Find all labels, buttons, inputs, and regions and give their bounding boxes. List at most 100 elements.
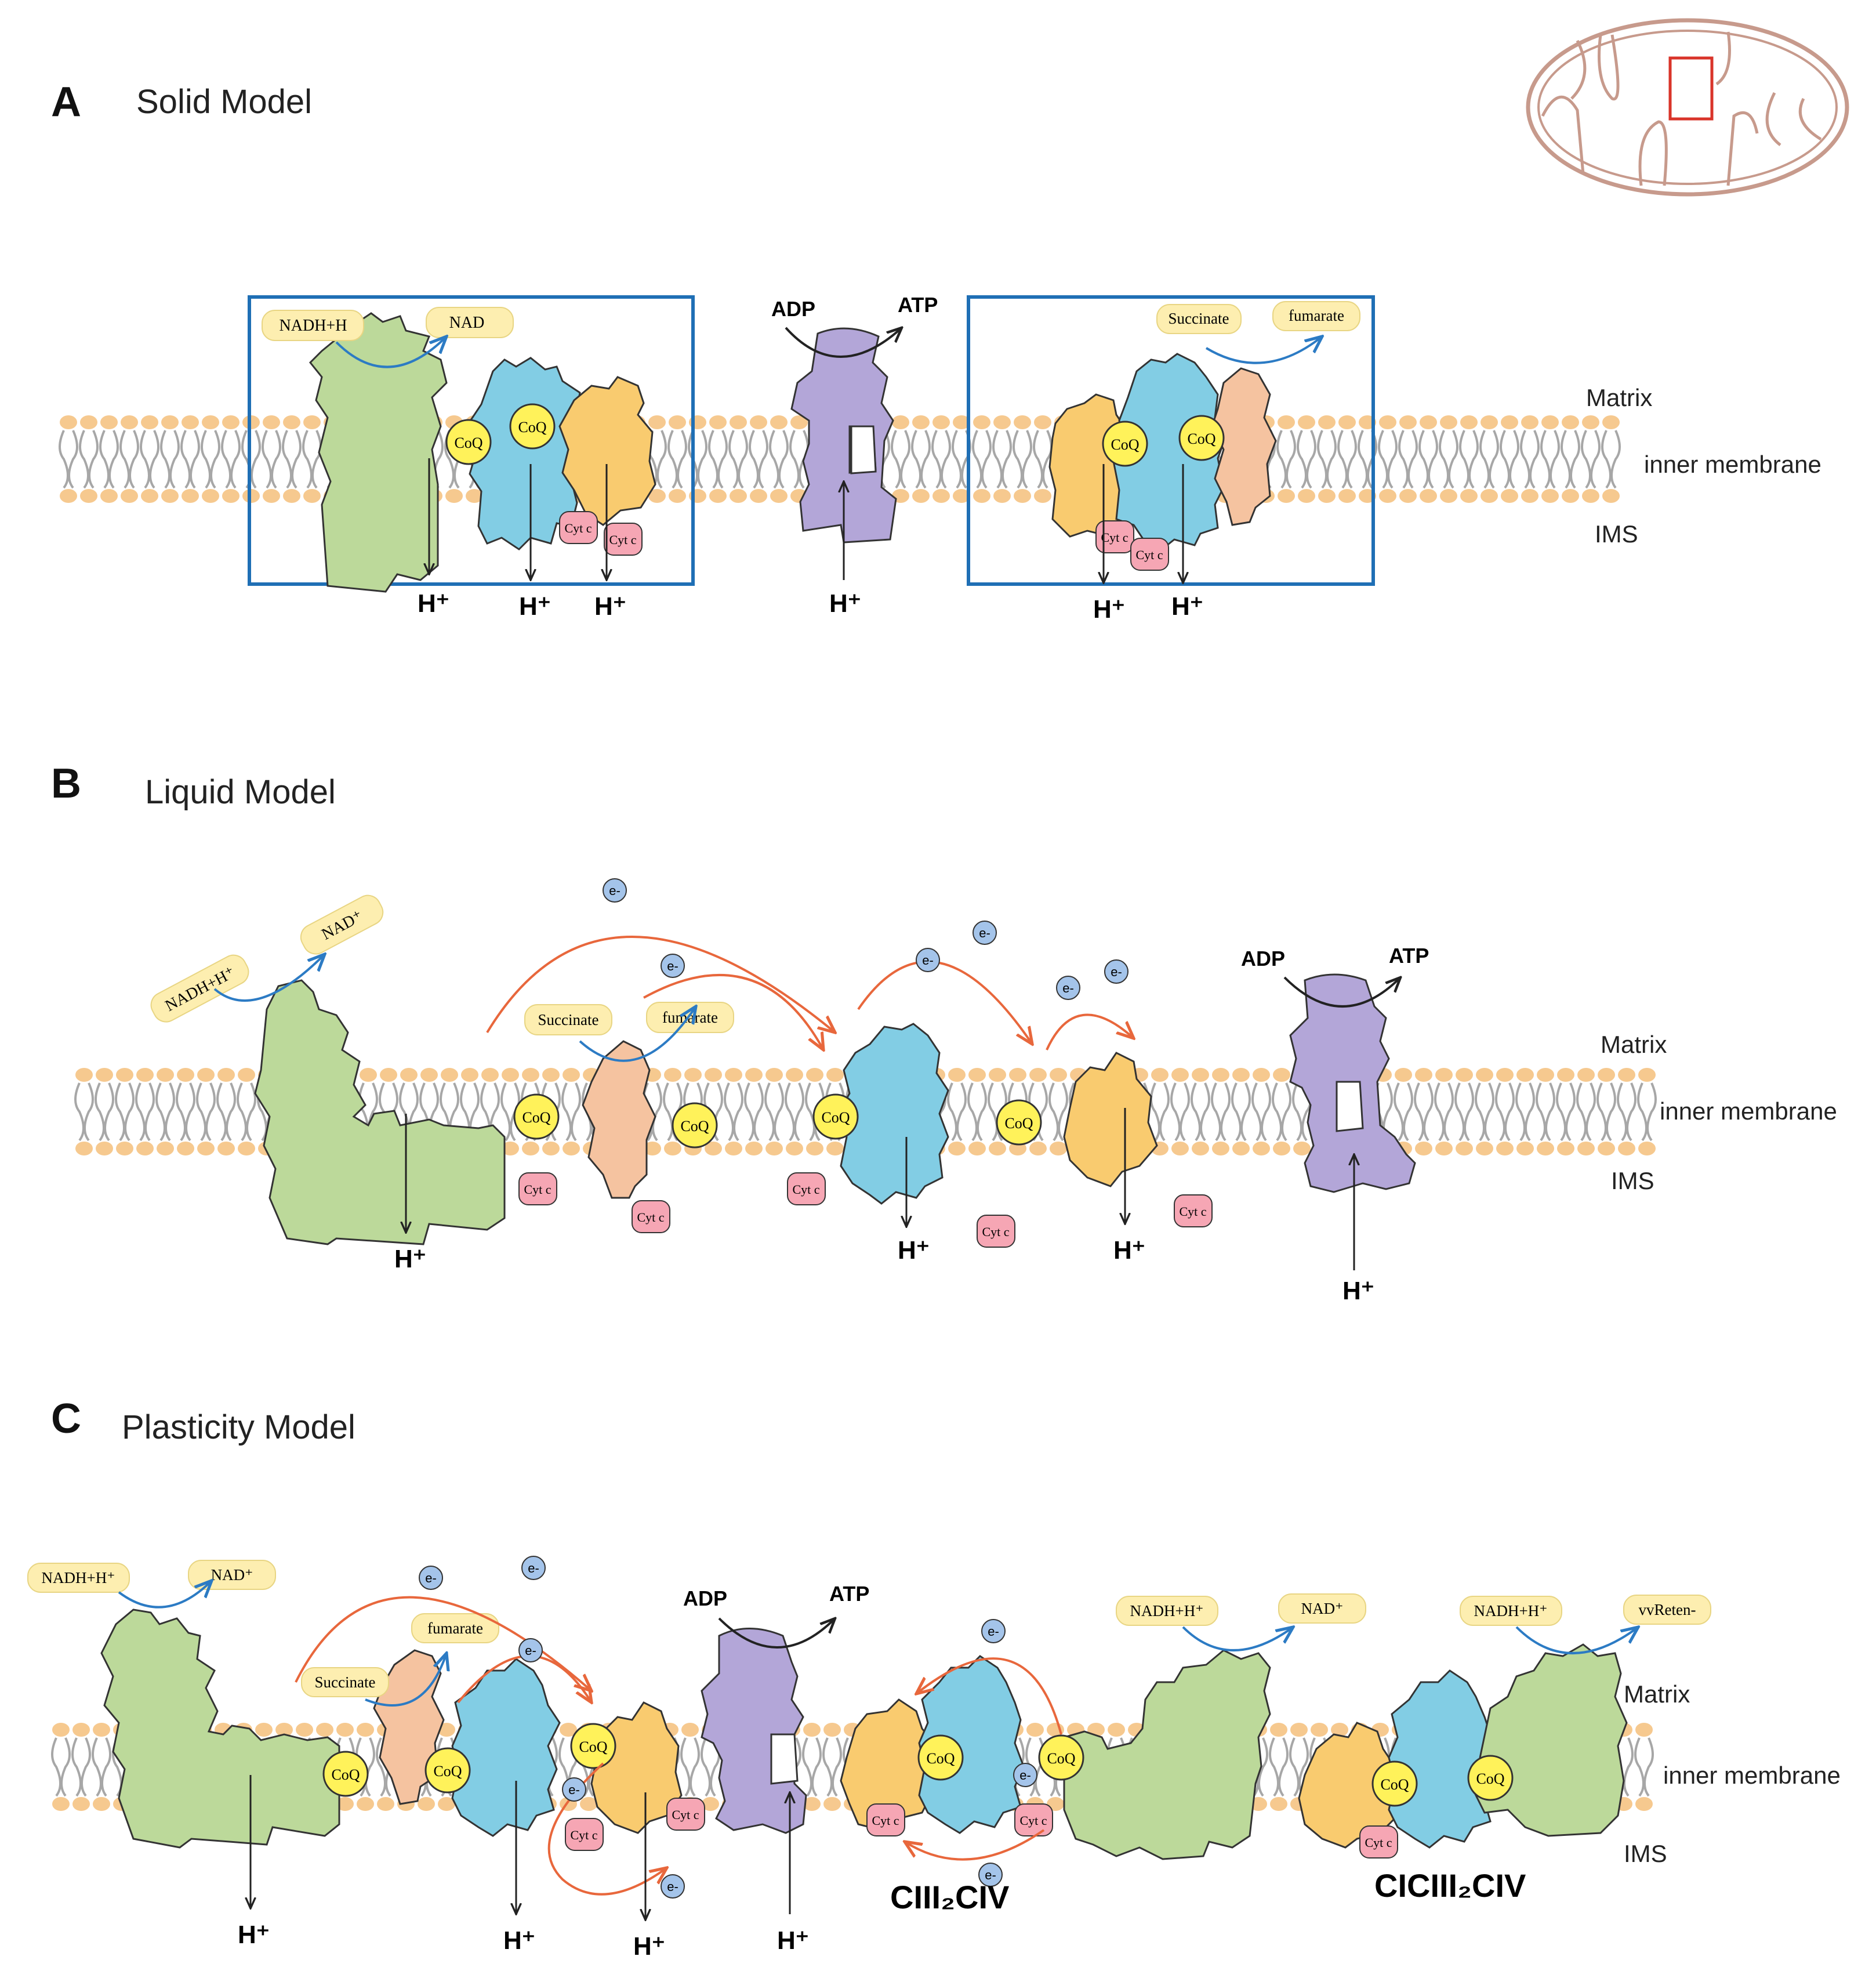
lipid-head xyxy=(803,1723,821,1737)
lipid-head xyxy=(786,1142,803,1155)
lipid-head xyxy=(1311,1723,1328,1737)
nad-label-c-2: NAD⁺ xyxy=(1278,1593,1366,1624)
lipid-head xyxy=(1541,415,1559,429)
electron-c-3: e- xyxy=(518,1638,543,1662)
lipid-head xyxy=(705,1068,722,1082)
lipid-head xyxy=(1253,1142,1270,1155)
lipid-head xyxy=(542,1142,560,1155)
lipid-head xyxy=(1050,1068,1067,1082)
lipid-tail xyxy=(140,430,159,489)
lipid-tail xyxy=(160,430,180,489)
lipid-head xyxy=(1253,1068,1270,1082)
adp-atp-arrow-c xyxy=(718,1618,835,1649)
lipid-head xyxy=(296,1723,313,1737)
svg-text:CoQ: CoQ xyxy=(454,434,482,451)
cytc-c-2: Cyt c xyxy=(666,1798,705,1831)
lipid-head xyxy=(1420,415,1437,429)
cytc-c-5: Cyt c xyxy=(1359,1825,1398,1859)
coq-b-1: CoQ xyxy=(513,1093,560,1140)
lipid-head xyxy=(255,1723,273,1737)
svg-text:NADH+H⁺: NADH+H⁺ xyxy=(1474,1602,1548,1620)
lipid-head xyxy=(1537,1068,1554,1082)
electron-c-6: e- xyxy=(981,1619,1006,1643)
lipid-head xyxy=(217,1068,235,1082)
lipid-head xyxy=(438,1723,455,1737)
complex-iii-a-2 xyxy=(1112,353,1228,552)
nadh-arrow-b xyxy=(213,954,325,1002)
electron-b-6: e- xyxy=(1104,959,1128,984)
lipid-head xyxy=(1029,1068,1047,1082)
lipid-head xyxy=(1435,1068,1453,1082)
lipid-head xyxy=(1192,1068,1209,1082)
complex-i-a xyxy=(309,312,448,593)
lipid-tail xyxy=(1596,1082,1616,1142)
cytc-b-2: Cyt c xyxy=(632,1200,670,1233)
lipid-head xyxy=(502,1142,519,1155)
lipid-head xyxy=(1598,1142,1615,1155)
lipid-head xyxy=(197,1142,215,1155)
lipid-head xyxy=(1050,1142,1067,1155)
lipid-head xyxy=(1298,415,1315,429)
lipid-head xyxy=(336,1797,354,1811)
matrix-label-c: Matrix xyxy=(1624,1680,1690,1708)
lipid-head xyxy=(770,415,788,429)
svg-text:NADH+H⁺: NADH+H⁺ xyxy=(1130,1602,1204,1620)
lipid-head xyxy=(1476,1068,1493,1082)
supercomplex-box-1 xyxy=(248,295,695,586)
lipid-tail xyxy=(749,430,768,489)
nad-label-b: NAD⁺ xyxy=(300,894,384,955)
proton-b-1: H⁺ xyxy=(394,1245,426,1273)
proton-c-2: H⁺ xyxy=(503,1926,535,1955)
lipid-head xyxy=(1582,415,1599,429)
lipid-head xyxy=(360,1068,377,1082)
lipid-head xyxy=(96,1068,113,1082)
zoom-box xyxy=(1668,56,1714,121)
svg-text:fumarate: fumarate xyxy=(1289,307,1344,324)
coq-b-2: CoQ xyxy=(672,1102,718,1149)
lipid-tail xyxy=(744,1082,764,1142)
lipid-tail xyxy=(1475,1082,1494,1142)
svg-text:e-: e- xyxy=(568,1783,580,1797)
svg-text:Cyt c: Cyt c xyxy=(1101,530,1128,545)
proton-a-2: H⁺ xyxy=(519,592,551,621)
lipid-tail xyxy=(1576,1082,1596,1142)
supercomplex-box-2 xyxy=(967,295,1375,586)
lipid-head xyxy=(1232,1142,1250,1155)
lipid-head xyxy=(522,1068,539,1082)
svg-text:CoQ: CoQ xyxy=(680,1118,709,1135)
coq-c-4: CoQ xyxy=(917,1734,964,1781)
complex-iii-c-1 xyxy=(451,1658,561,1837)
complex-iv-a xyxy=(558,376,656,526)
lipid-tail xyxy=(1013,430,1032,489)
lipid-head xyxy=(912,415,930,429)
lipid-tail xyxy=(561,1082,581,1142)
lipid-head xyxy=(275,1723,293,1737)
lipid-head xyxy=(1638,1068,1656,1082)
lipid-head xyxy=(765,1068,783,1082)
lipid-head xyxy=(705,1142,722,1155)
lipid-head xyxy=(953,489,970,503)
lipid-head xyxy=(141,489,158,503)
lipid-head xyxy=(765,1142,783,1155)
cytc-b-5: Cyt c xyxy=(1174,1194,1213,1227)
lipid-tail xyxy=(1211,1082,1231,1142)
proton-c-4: H⁺ xyxy=(777,1926,809,1955)
lipid-head xyxy=(1014,489,1031,503)
lipid-head xyxy=(1635,1723,1653,1737)
lipid-tail xyxy=(1414,1082,1434,1142)
lipid-head xyxy=(303,489,321,503)
proton-arrows-c xyxy=(251,1775,790,1920)
lipid-head xyxy=(912,489,930,503)
svg-text:e-: e- xyxy=(609,883,621,898)
coq-a-2: CoQ xyxy=(509,403,556,450)
lipid-head xyxy=(1598,1068,1615,1082)
lipid-tail xyxy=(1317,430,1337,489)
svg-text:Cyt c: Cyt c xyxy=(672,1807,699,1822)
lipid-head xyxy=(1476,1142,1493,1155)
adp-atp-arrow-b xyxy=(1283,977,1400,1008)
lipid-head xyxy=(263,415,280,429)
nadh-arrow-c-2 xyxy=(1182,1627,1293,1651)
lipid-head xyxy=(993,415,1011,429)
cytc-c-4: Cyt c xyxy=(1014,1803,1053,1836)
svg-text:Succinate: Succinate xyxy=(1169,310,1229,327)
